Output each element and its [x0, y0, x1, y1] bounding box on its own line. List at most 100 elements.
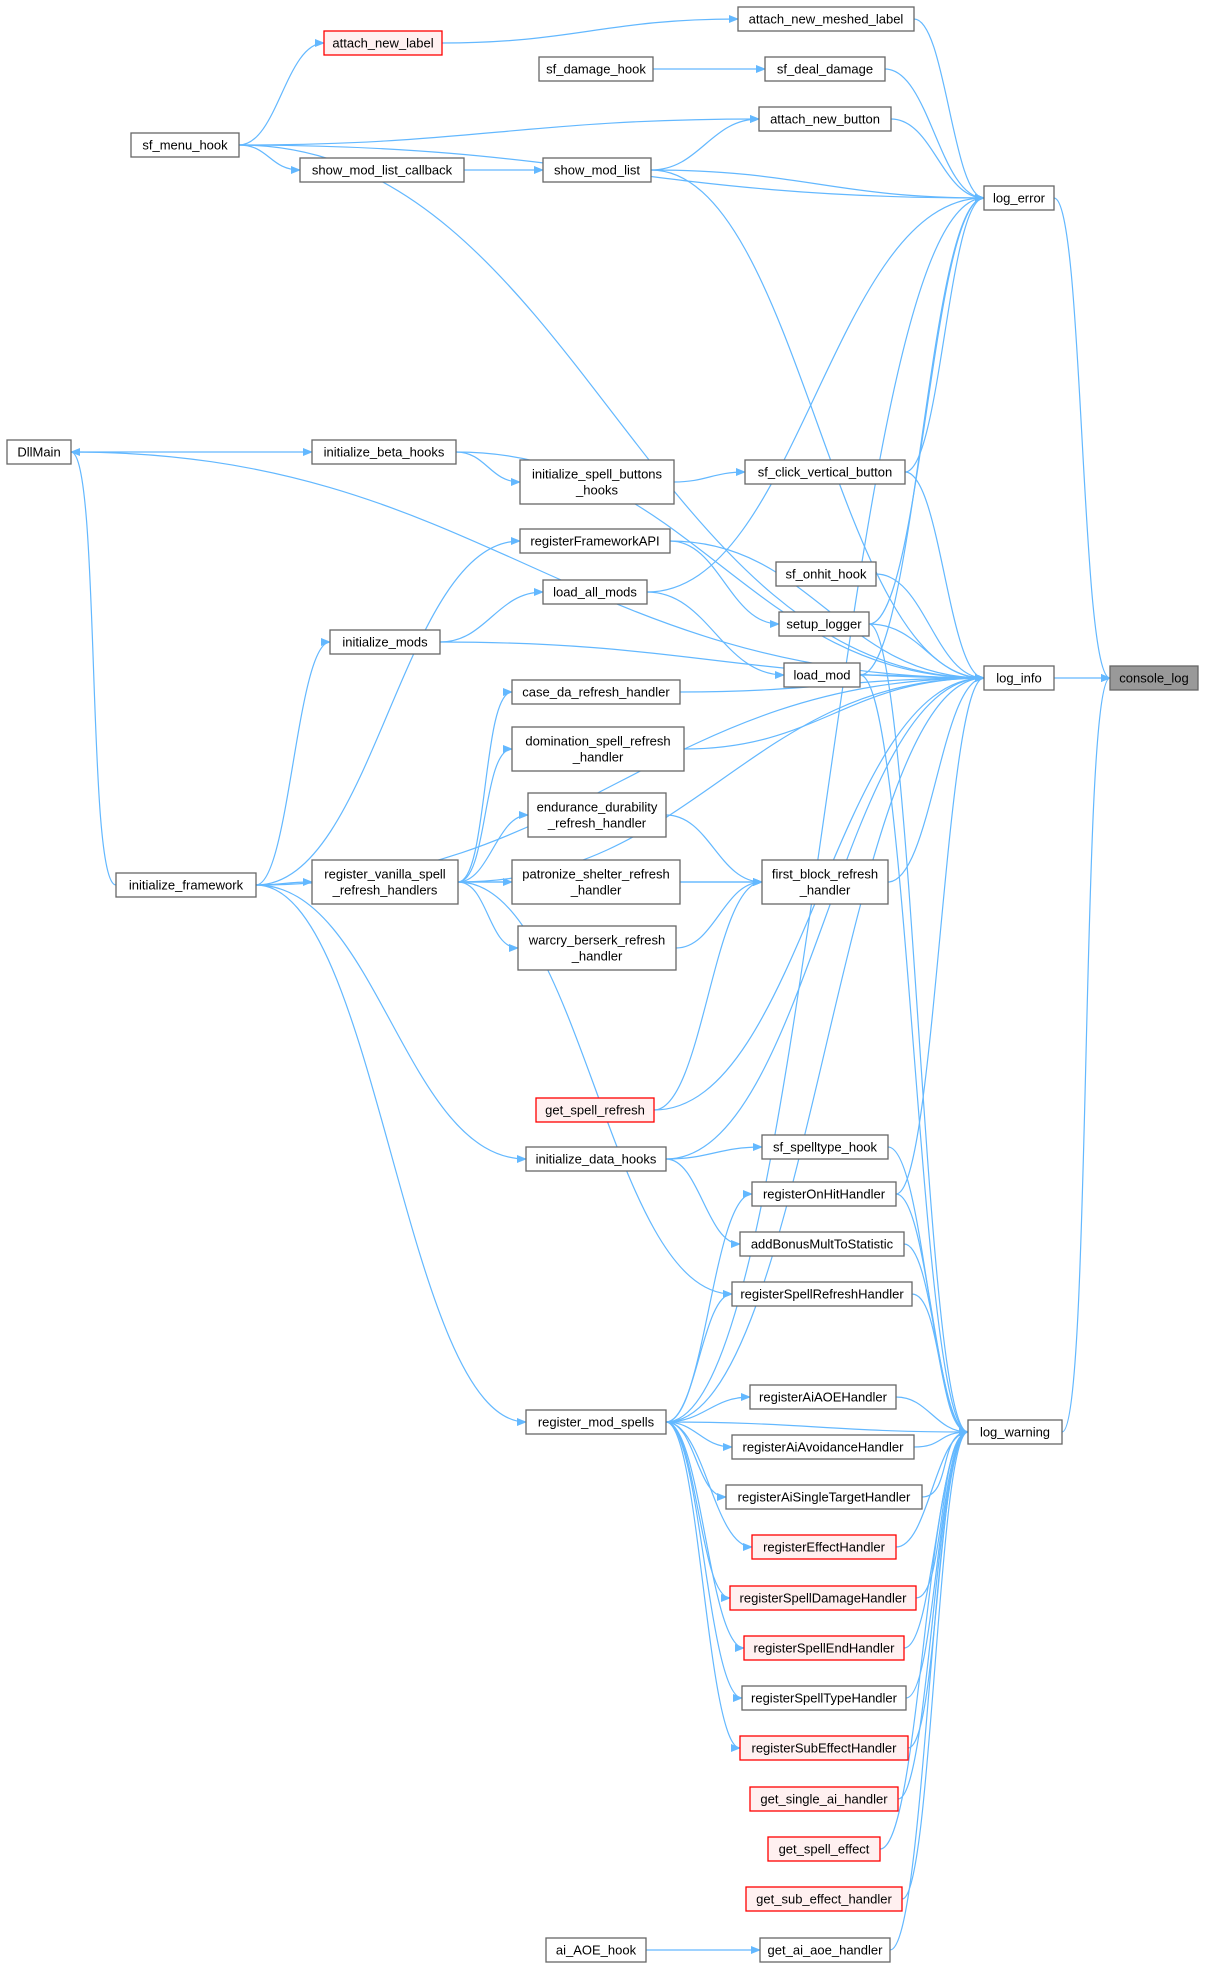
edge-initialize_framework-to-initialize_data_hooks: [255, 884, 527, 1163]
node-warcry_berserk_refresh_handler[interactable]: warcry_berserk_refresh_handler: [517, 925, 677, 971]
node-label-attach_new_meshed_label: attach_new_meshed_label: [749, 12, 904, 27]
edge-first_block_refresh_handler-to-log_info: [887, 674, 985, 883]
node-initialize_beta_hooks[interactable]: initialize_beta_hooks: [311, 439, 457, 465]
node-label-get_sub_effect_handler: get_sub_effect_handler: [756, 1892, 892, 1907]
node-box-addBonusMultToStatistic: [739, 1231, 905, 1257]
node-label-initialize_spell_buttons_hooks: initialize_spell_buttons: [532, 467, 663, 482]
node-setup_logger[interactable]: setup_logger: [778, 611, 870, 637]
node-box-initialize_framework: [115, 872, 257, 898]
node-registerAiAOEHandler[interactable]: registerAiAOEHandler: [749, 1384, 897, 1410]
node-show_mod_list_callback[interactable]: show_mod_list_callback: [299, 157, 465, 183]
node-attach_new_label[interactable]: attach_new_label: [323, 30, 443, 56]
node-box-attach_new_meshed_label: [737, 6, 915, 32]
edge-get_spell_refresh-to-first_block_refresh_handler: [653, 878, 763, 1111]
edge-setup_logger-to-log_warning: [868, 623, 969, 1436]
node-case_da_refresh_handler[interactable]: case_da_refresh_handler: [511, 679, 681, 705]
edge-registerFrameworkAPI-to-setup_logger: [669, 540, 780, 628]
node-show_mod_list[interactable]: show_mod_list: [542, 157, 652, 183]
node-box-DllMain: [6, 439, 72, 465]
edge-show_mod_list-to-attach_new_button: [650, 115, 760, 171]
node-label-register_vanilla_spell_refresh_handlers: _refresh_handlers: [332, 883, 438, 898]
node-attach_new_button[interactable]: attach_new_button: [758, 106, 892, 132]
node-registerSpellRefreshHandler[interactable]: registerSpellRefreshHandler: [731, 1281, 913, 1307]
node-DllMain[interactable]: DllMain: [6, 439, 72, 465]
node-get_ai_aoe_handler[interactable]: get_ai_aoe_handler: [759, 1937, 891, 1963]
edge-attach_new_button-to-log_error: [890, 118, 985, 202]
node-box-sf_deal_damage: [764, 56, 886, 82]
node-get_sub_effect_handler[interactable]: get_sub_effect_handler: [745, 1886, 903, 1912]
node-box-case_da_refresh_handler: [511, 679, 681, 705]
node-sf_deal_damage[interactable]: sf_deal_damage: [764, 56, 886, 82]
node-label-domination_spell_refresh_handler: _handler: [572, 750, 624, 765]
node-registerFrameworkAPI[interactable]: registerFrameworkAPI: [519, 528, 671, 554]
node-box-warcry_berserk_refresh_handler: [517, 925, 677, 971]
node-label-patronize_shelter_refresh_handler: patronize_shelter_refresh: [522, 867, 669, 882]
node-sf_spelltype_hook[interactable]: sf_spelltype_hook: [761, 1134, 889, 1160]
node-addBonusMultToStatistic[interactable]: addBonusMultToStatistic: [739, 1231, 905, 1257]
node-initialize_data_hooks[interactable]: initialize_data_hooks: [525, 1146, 667, 1172]
edge-register_vanilla_spell_refresh_handlers-to-log_info: [457, 674, 985, 883]
edge-setup_logger-to-log_error: [868, 194, 985, 625]
node-label-registerAiAvoidanceHandler: registerAiAvoidanceHandler: [743, 1440, 905, 1455]
node-first_block_refresh_handler[interactable]: first_block_refresh_handler: [761, 859, 889, 905]
edge-load_all_mods-to-load_mod: [646, 591, 785, 679]
node-load_all_mods[interactable]: load_all_mods: [542, 579, 648, 605]
node-get_single_ai_handler[interactable]: get_single_ai_handler: [749, 1786, 899, 1812]
node-initialize_spell_buttons_hooks[interactable]: initialize_spell_buttons_hooks: [519, 459, 675, 505]
edge-sf_click_vertical_button-to-log_info: [904, 471, 985, 682]
node-registerSpellTypeHandler[interactable]: registerSpellTypeHandler: [741, 1685, 907, 1711]
node-box-initialize_data_hooks: [525, 1146, 667, 1172]
node-endurance_durability_refresh_handler[interactable]: endurance_durability_refresh_handler: [527, 792, 667, 838]
node-console_log[interactable]: console_log: [1109, 665, 1199, 691]
edge-register_vanilla_spell_refresh_handlers-to-case_da_refresh_handler: [457, 688, 513, 883]
edge-sf_deal_damage-to-log_error: [884, 68, 985, 202]
node-label-register_vanilla_spell_refresh_handlers: register_vanilla_spell: [324, 867, 446, 882]
node-label-registerEffectHandler: registerEffectHandler: [763, 1540, 886, 1555]
node-label-load_mod: load_mod: [793, 668, 850, 683]
node-sf_click_vertical_button[interactable]: sf_click_vertical_button: [744, 459, 906, 485]
node-attach_new_meshed_label[interactable]: attach_new_meshed_label: [737, 6, 915, 32]
node-initialize_mods[interactable]: initialize_mods: [329, 629, 441, 655]
node-box-registerSubEffectHandler: [739, 1735, 909, 1761]
edge-layer: [70, 15, 1111, 1954]
node-load_mod[interactable]: load_mod: [783, 662, 861, 688]
node-log_info[interactable]: log_info: [983, 665, 1055, 691]
node-registerAiSingleTargetHandler[interactable]: registerAiSingleTargetHandler: [725, 1484, 923, 1510]
edge-register_vanilla_spell_refresh_handlers-to-endurance_durability_refresh_handler: [457, 811, 529, 883]
node-label-setup_logger: setup_logger: [786, 617, 862, 632]
edge-sf_onhit_hook-to-log_info: [875, 573, 985, 682]
node-sf_menu_hook[interactable]: sf_menu_hook: [130, 132, 240, 158]
edge-attach_new_meshed_label-to-log_error: [913, 18, 985, 202]
node-registerAiAvoidanceHandler[interactable]: registerAiAvoidanceHandler: [731, 1434, 915, 1460]
edge-register_mod_spells-to-log_error: [665, 194, 985, 1423]
node-box-patronize_shelter_refresh_handler: [511, 859, 681, 905]
node-registerEffectHandler[interactable]: registerEffectHandler: [751, 1534, 897, 1560]
node-initialize_framework[interactable]: initialize_framework: [115, 872, 257, 898]
edge-initialize_beta_hooks-to-initialize_spell_buttons_hooks: [455, 451, 521, 486]
node-box-registerSpellDamageHandler: [729, 1585, 917, 1611]
node-registerSubEffectHandler[interactable]: registerSubEffectHandler: [739, 1735, 909, 1761]
node-get_spell_refresh[interactable]: get_spell_refresh: [535, 1097, 655, 1123]
node-box-get_spell_effect: [767, 1836, 881, 1862]
node-label-load_all_mods: load_all_mods: [553, 585, 637, 600]
node-patronize_shelter_refresh_handler[interactable]: patronize_shelter_refresh_handler: [511, 859, 681, 905]
node-log_error[interactable]: log_error: [983, 185, 1055, 211]
node-box-first_block_refresh_handler: [761, 859, 889, 905]
edge-register_vanilla_spell_refresh_handlers-to-warcry_berserk_refresh_handler: [457, 881, 519, 952]
node-registerSpellEndHandler[interactable]: registerSpellEndHandler: [743, 1635, 905, 1661]
node-register_mod_spells[interactable]: register_mod_spells: [525, 1409, 667, 1435]
node-box-registerAiSingleTargetHandler: [725, 1484, 923, 1510]
node-get_spell_effect[interactable]: get_spell_effect: [767, 1836, 881, 1862]
edge-get_spell_effect-to-log_warning: [879, 1428, 969, 1850]
node-box-initialize_beta_hooks: [311, 439, 457, 465]
node-log_warning[interactable]: log_warning: [967, 1419, 1063, 1445]
node-box-initialize_mods: [329, 629, 441, 655]
node-register_vanilla_spell_refresh_handlers[interactable]: register_vanilla_spell_refresh_handlers: [311, 859, 459, 905]
node-registerSpellDamageHandler[interactable]: registerSpellDamageHandler: [729, 1585, 917, 1611]
node-sf_damage_hook[interactable]: sf_damage_hook: [538, 56, 654, 82]
node-label-registerFrameworkAPI: registerFrameworkAPI: [530, 534, 659, 549]
node-domination_spell_refresh_handler[interactable]: domination_spell_refresh_handler: [511, 726, 685, 772]
node-ai_AOE_hook[interactable]: ai_AOE_hook: [545, 1937, 647, 1963]
node-sf_onhit_hook[interactable]: sf_onhit_hook: [775, 561, 877, 587]
node-registerOnHitHandler[interactable]: registerOnHitHandler: [751, 1181, 897, 1207]
